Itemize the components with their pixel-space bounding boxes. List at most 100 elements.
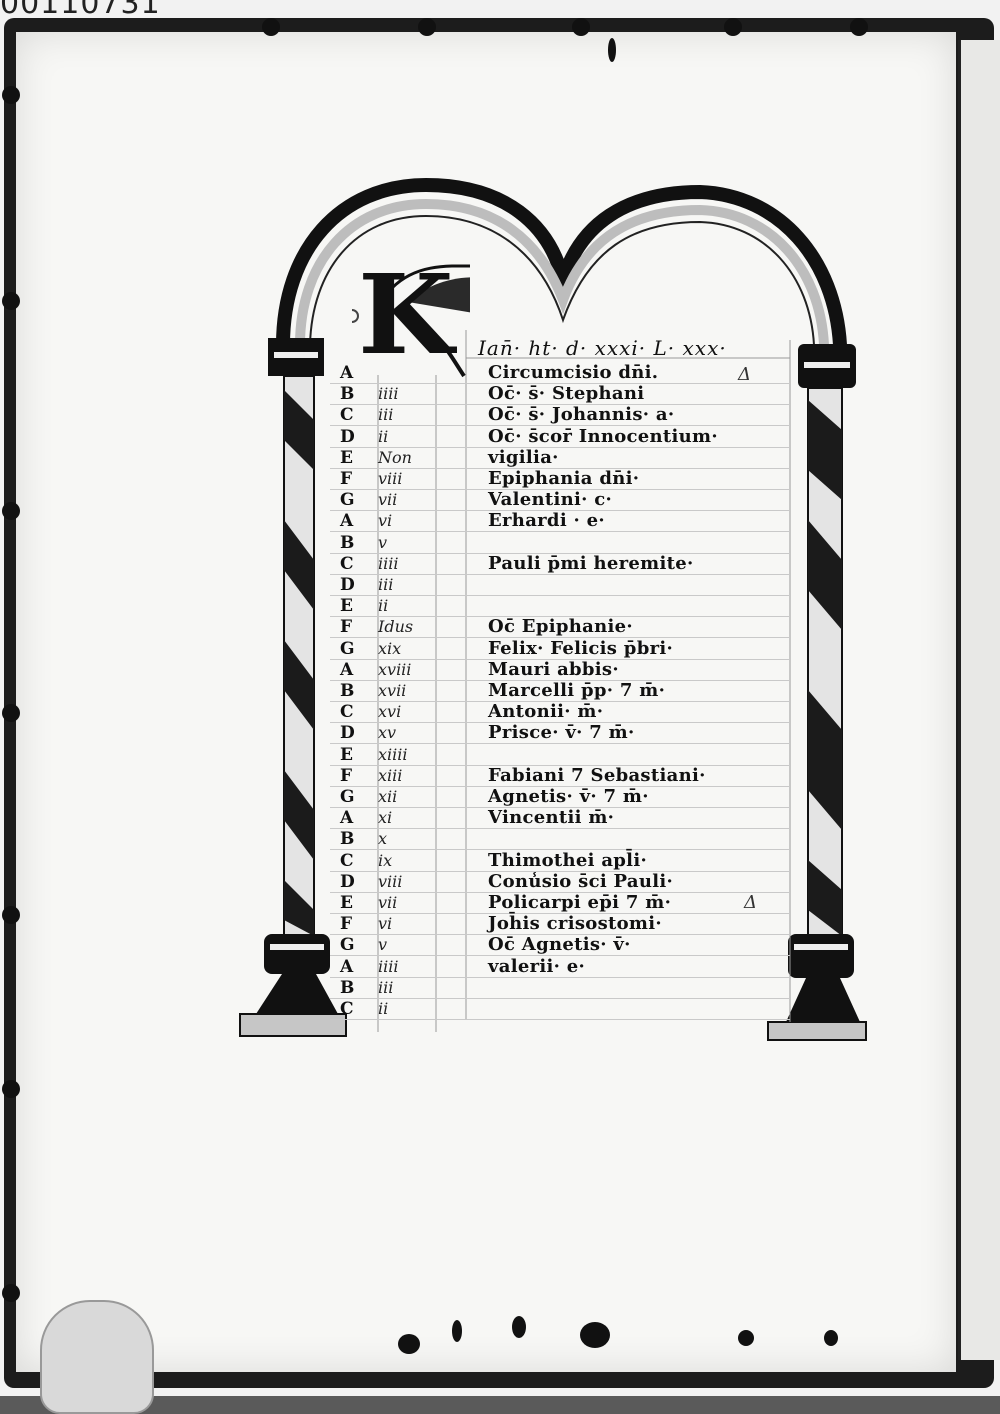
feast-entry: Prisce· v̄· 7 m̄· — [488, 722, 635, 744]
roman-day-number: viii — [378, 871, 403, 891]
dominical-letter: A — [340, 363, 354, 383]
binding-nail — [572, 18, 590, 36]
dominical-letter: A — [340, 511, 354, 532]
ruling-line — [330, 404, 790, 406]
dominical-letter: G — [340, 787, 355, 807]
feast-entry: Oc̄ Epiphanie· — [488, 616, 633, 638]
ruling-line — [330, 425, 790, 427]
facing-page-edge — [958, 40, 1000, 1360]
dominical-letter: C — [340, 850, 354, 871]
archive-id-label: 00110731 — [0, 0, 161, 21]
dominical-letter: E — [340, 596, 353, 617]
roman-day-number: xii — [378, 787, 398, 806]
binding-nail — [2, 906, 20, 924]
feast-entry: Oc̄ Agnetis· v̄· — [488, 934, 631, 956]
dominical-letter: C — [340, 999, 354, 1019]
dominical-letter: F — [340, 617, 353, 638]
ruling-line — [330, 955, 790, 957]
roman-day-number: xiii — [378, 765, 403, 785]
dominical-letter: F — [340, 765, 353, 786]
dominical-letter: D — [340, 723, 355, 744]
ink-stain — [608, 38, 616, 62]
arch-inner — [295, 198, 829, 346]
roman-day-number: viii — [378, 469, 403, 488]
roman-day-number: iii — [378, 405, 394, 425]
ink-stain — [512, 1316, 526, 1338]
ruling-line — [330, 913, 790, 914]
ruling-line — [330, 467, 790, 469]
arch-line — [309, 214, 815, 346]
roman-day-number: Non — [378, 447, 412, 467]
left-plinth — [239, 1013, 347, 1037]
feast-entry: Oc̄· s̄· Johannis· a· — [488, 404, 675, 426]
roman-day-number: Idus — [378, 617, 414, 637]
feast-entry: Agnetis· v̄· 7 m̄· — [488, 786, 649, 807]
feast-entry: Vincentii m̄· — [488, 807, 615, 829]
ruling-line — [330, 573, 790, 575]
binding-nail — [2, 704, 20, 722]
binding-nail — [418, 18, 436, 36]
feast-entry: Pauli p̄mi heremite· — [488, 552, 694, 574]
right-shaft-stripes — [808, 400, 842, 936]
feast-entry: valerii· e· — [488, 955, 586, 977]
left-shaft-stripes — [284, 390, 314, 936]
right-plinth — [767, 1021, 867, 1041]
initial-letter: K — [358, 250, 454, 379]
dominical-letter: C — [340, 702, 354, 723]
ruling-line — [330, 891, 790, 893]
holding-thumb — [40, 1300, 154, 1414]
dominical-letter: B — [340, 681, 355, 701]
binding-nail — [2, 86, 20, 104]
feast-entry: Thimothei apl̄i· — [488, 849, 648, 871]
ink-stain — [580, 1322, 610, 1348]
margin-mark: Δ — [738, 364, 751, 385]
dominical-letter: B — [340, 829, 355, 850]
arch-outer — [276, 177, 847, 346]
ink-stain — [824, 1330, 838, 1346]
decorated-initial: K — [352, 258, 470, 380]
manuscript-folio — [16, 32, 956, 1372]
binding-nail — [2, 502, 20, 520]
ruling-line — [330, 849, 790, 851]
roman-day-number: v — [378, 935, 388, 955]
right-foot — [786, 978, 860, 1022]
ink-stain — [398, 1334, 420, 1354]
roman-day-number: x — [378, 829, 388, 849]
roman-day-number: ii — [378, 999, 389, 1018]
feast-entry: Policarpi ep̄i 7 m̄· — [488, 892, 672, 913]
roman-day-number: vi — [378, 914, 393, 934]
roman-day-number: iii — [378, 575, 394, 594]
feast-entry: Oc̄· s̄cor̄ Innocentium· — [488, 425, 718, 447]
feast-entry: Conu̾sio s̄ci Pauli· — [488, 870, 674, 892]
ruling-line — [330, 870, 790, 872]
dominical-letter: E — [340, 447, 353, 468]
roman-day-number: iiii — [378, 956, 399, 976]
ruling-line — [330, 383, 790, 384]
roman-day-number: xi — [378, 808, 393, 828]
binding-nail — [262, 18, 280, 36]
calendar-row: F Idus Oc̄ Epiphanie· — [340, 616, 800, 638]
dominical-letter: B — [340, 977, 355, 998]
dominical-letter: F — [340, 469, 353, 489]
roman-day-number: xviii — [378, 659, 412, 679]
binding-nail — [2, 1284, 20, 1302]
